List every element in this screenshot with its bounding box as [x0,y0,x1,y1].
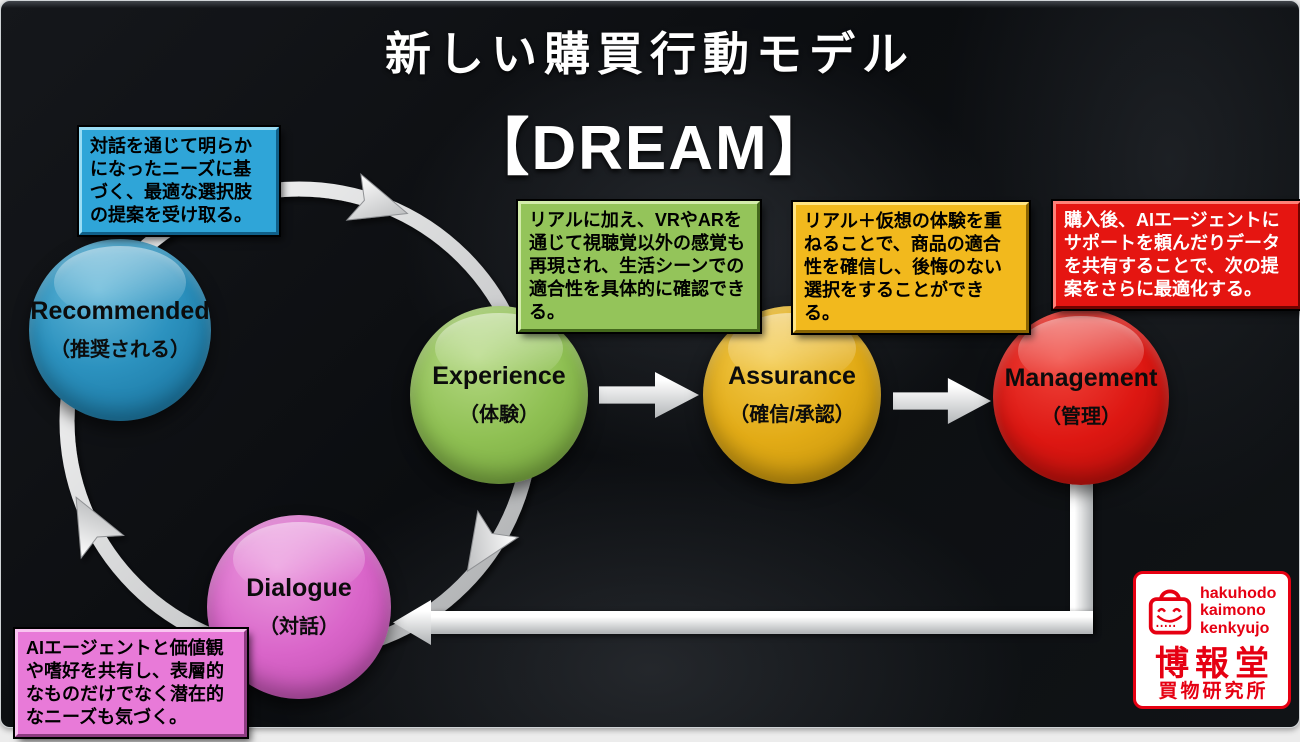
node-experience-label-en: Experience [432,362,566,391]
callout-dialogue: AIエージェントと価値観や嗜好を共有し、表層的なものだけでなく潜在的なニーズも気… [15,629,247,738]
node-recommended: Recommended （推奨される） [29,239,211,421]
logo-name-sub: 買物研究所 [1158,681,1269,702]
arrow-experience-to-assurance [599,371,699,419]
node-recommended-label-ja: （推奨される） [50,338,190,361]
arrow-management-return-vertical [1070,481,1093,631]
callout-recommended: 対話を通じて明らかになったニーズに基づく、最適な選択肢の提案を受け取る。 [79,127,279,236]
node-management-label-en: Management [1004,364,1158,393]
arrow-management-return-horizontal [429,611,1093,634]
node-dialogue-label-en: Dialogue [246,574,352,603]
node-recommended-label-en: Recommended [30,297,210,326]
node-experience-label-ja: （体験） [459,403,539,426]
logo-name-main: 博報堂 [1155,645,1275,683]
node-management-label-ja: （管理） [1041,405,1121,428]
node-dialogue-label-ja: （対話） [259,615,339,638]
hakuhodo-logo: hakuhodo kaimono kenkyujo 博報堂 買物研究所 [1133,571,1291,709]
shopping-bag-icon [1148,589,1192,635]
node-assurance-label-ja: （確信/承認） [729,403,855,426]
node-management: Management （管理） [993,309,1169,485]
logo-romaji-line1: hakuhodo [1200,585,1277,602]
arrow-assurance-to-management [893,377,991,425]
cycle-arrow-experience-to-dialogue [466,509,520,573]
callout-management: 購入後、AIエージェントにサポートを頼んだりデータを共有することで、次の提案をさ… [1053,201,1300,310]
node-experience: Experience （体験） [410,306,588,484]
arrow-management-to-dialogue-head [393,600,431,645]
logo-romaji-line2: kaimono [1200,602,1266,620]
model-name: 【DREAM】 [467,114,833,183]
cycle-arrow-dialogue-to-recommended [75,496,125,560]
callout-experience: リアルに加え、VRやARを通じて視聴覚以外の感覚も再現され、生活シーンでの適合性… [518,201,760,333]
callout-assurance: リアル＋仮想の体験を重ねることで、商品の適合性を確信し、後悔のない選択をすること… [793,202,1029,334]
logo-romaji-line3: kenkyujo [1200,619,1270,637]
page-title: 新しい購買行動モデル [385,28,915,80]
node-assurance-label-en: Assurance [728,362,856,391]
